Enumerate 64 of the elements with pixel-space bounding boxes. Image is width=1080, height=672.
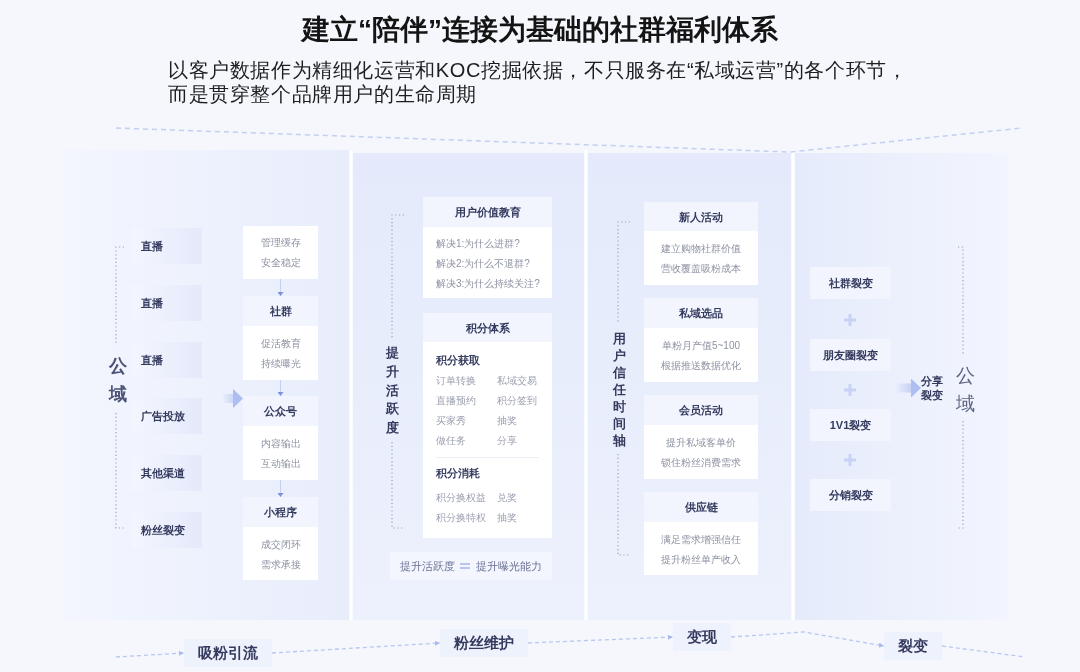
dashed-arrow xyxy=(115,650,185,658)
card-text: 提升私域客单价 xyxy=(666,435,736,449)
arrow xyxy=(277,379,284,397)
list-item: 直播预约 xyxy=(436,393,476,407)
dashed-arrow xyxy=(730,631,885,648)
card-title: 小程序 xyxy=(264,505,297,519)
vertical-label: 公域 xyxy=(955,364,976,416)
card-text: 管理缓存 xyxy=(260,235,301,249)
card-text: 互动输出 xyxy=(260,456,301,470)
dashed-arrow xyxy=(527,634,674,644)
card-text: 满足需求增强信任 xyxy=(661,532,741,546)
stage-box: 粉丝维护 xyxy=(440,629,528,657)
card-title: 积分体系 xyxy=(465,320,510,335)
stage-box: 吸粉引流 xyxy=(184,639,272,667)
stage-box: 变现 xyxy=(673,623,731,651)
section-heading: 积分消耗 xyxy=(436,466,480,480)
vertical-label: 公域 xyxy=(108,355,128,406)
card-text: 成交闭环 xyxy=(260,537,301,551)
vertical-label: 提升活跃度 xyxy=(385,344,400,437)
card-text: 营收覆盖吸粉成本 xyxy=(661,261,741,275)
card-text: 解决3:为什么持续关注? xyxy=(436,276,540,290)
block-arrow xyxy=(223,389,243,408)
list-item: 抽奖 xyxy=(497,413,517,427)
flow-label: 分享裂变 xyxy=(921,374,944,402)
card-text: 安全稳定 xyxy=(260,255,301,269)
list-item: 订单转换 xyxy=(436,373,476,387)
card-text: 解决2:为什么不退群? xyxy=(436,256,530,270)
card-text: 需求承接 xyxy=(260,557,301,571)
list-item: 私域交易 xyxy=(497,373,537,387)
card-title: 公众号 xyxy=(264,404,297,418)
arrow xyxy=(277,278,284,297)
list-item: 积分换权益 xyxy=(436,490,486,504)
list-item: 抽奖 xyxy=(497,510,517,524)
card-text: 内容输出 xyxy=(260,436,301,450)
card-text: 解决1:为什么进群? xyxy=(436,236,520,250)
subtitle: 以客户数据作为精细化运营和KOC挖掘依据，不只服务在“私域运营”的各个环节，而是贯穿整个品牌用户的生命周期 xyxy=(168,58,909,106)
formula-text: 提升曝光能力 xyxy=(476,559,542,573)
list-item: 兑奖 xyxy=(497,490,517,504)
card-text: 建立购物社群价值 xyxy=(661,241,741,255)
card-title: 供应链 xyxy=(684,500,718,514)
list-item: 分享 xyxy=(497,433,517,447)
card-text: 提升粉丝单产收入 xyxy=(661,552,741,566)
section-heading: 积分获取 xyxy=(436,353,480,367)
card-text: 持续曝光 xyxy=(260,356,301,370)
card-title: 私域选品 xyxy=(679,306,723,320)
title: 建立“陪伴”连接为基础的社群福利体系 xyxy=(302,13,778,47)
list-item: 积分换特权 xyxy=(436,510,486,524)
card-text: 单粉月产值5~100 xyxy=(661,338,741,352)
card-text: 促活教育 xyxy=(260,336,301,350)
card-title: 新人活动 xyxy=(679,209,723,224)
card-title: 用户价值教育 xyxy=(454,205,521,219)
vertical-label: 用户信任时间轴 xyxy=(612,330,627,449)
formula-text: 提升活跃度 xyxy=(400,559,455,573)
list-item: 买家秀 xyxy=(436,413,466,427)
card-title: 会员活动 xyxy=(679,403,723,417)
card-text: 锁住粉丝消费需求 xyxy=(661,455,741,469)
card-title: 社群 xyxy=(269,304,292,318)
dashed-arrow xyxy=(271,640,441,654)
card-text: 根据推送数据优化 xyxy=(661,358,741,372)
list-item: 积分签到 xyxy=(497,393,537,407)
stage-box: 裂变 xyxy=(884,632,942,660)
block-arrow xyxy=(896,378,921,398)
arrow xyxy=(277,479,284,498)
list-item: 做任务 xyxy=(436,433,466,447)
